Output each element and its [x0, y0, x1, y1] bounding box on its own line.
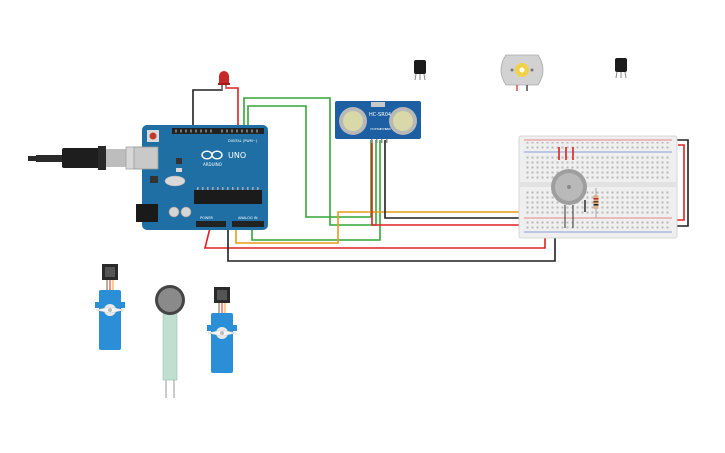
pin-label-echo: ECHO [380, 127, 387, 131]
wire-green-1[interactable] [243, 97, 377, 226]
wire-orange[interactable] [235, 200, 549, 244]
wire-black-rail[interactable] [672, 139, 689, 227]
servo-motor-2[interactable] [207, 287, 237, 373]
transistor-2[interactable] [615, 58, 627, 79]
ultrasonic-sensor[interactable]: HC-SR04 VCC TRIG ECHO GND [335, 101, 421, 143]
resistor[interactable] [593, 188, 599, 218]
arduino-logo [201, 150, 223, 160]
force-sensor[interactable] [155, 285, 185, 398]
red-led[interactable] [218, 71, 230, 90]
wire-red-5v[interactable] [203, 227, 546, 249]
wire-red-us[interactable] [371, 140, 524, 226]
arduino-uno[interactable]: DIGITAL (PWM~) UNO ARDUINO POWER [133, 125, 268, 230]
servo-motor-1[interactable] [95, 264, 125, 350]
pin-label-trig: TRIG [375, 127, 381, 131]
power-header-label: POWER [200, 216, 214, 220]
dc-motor[interactable] [500, 54, 544, 91]
analog-header-label: ANALOG IN [238, 216, 258, 220]
wire-black-led[interactable] [192, 82, 223, 131]
wire-green-3[interactable] [251, 140, 381, 241]
breadboard-red-jumpers[interactable] [558, 147, 574, 160]
board-brand-label: ARDUINO [203, 162, 222, 167]
transistor-1[interactable] [414, 60, 426, 81]
wires [192, 82, 689, 262]
ultrasonic-label: HC-SR04 [369, 112, 391, 118]
digital-header-label: DIGITAL (PWM~) [228, 139, 258, 143]
piezo-buzzer[interactable] [551, 169, 587, 228]
pin-label-vcc: VCC [370, 127, 376, 131]
wire-red-led[interactable] [225, 82, 239, 131]
wire-green-2[interactable] [247, 105, 372, 218]
pin-label-gnd: GND [385, 127, 391, 131]
wire-black-gnd[interactable] [227, 228, 556, 262]
board-model-label: UNO [228, 151, 246, 160]
breadboard[interactable] [518, 135, 678, 239]
